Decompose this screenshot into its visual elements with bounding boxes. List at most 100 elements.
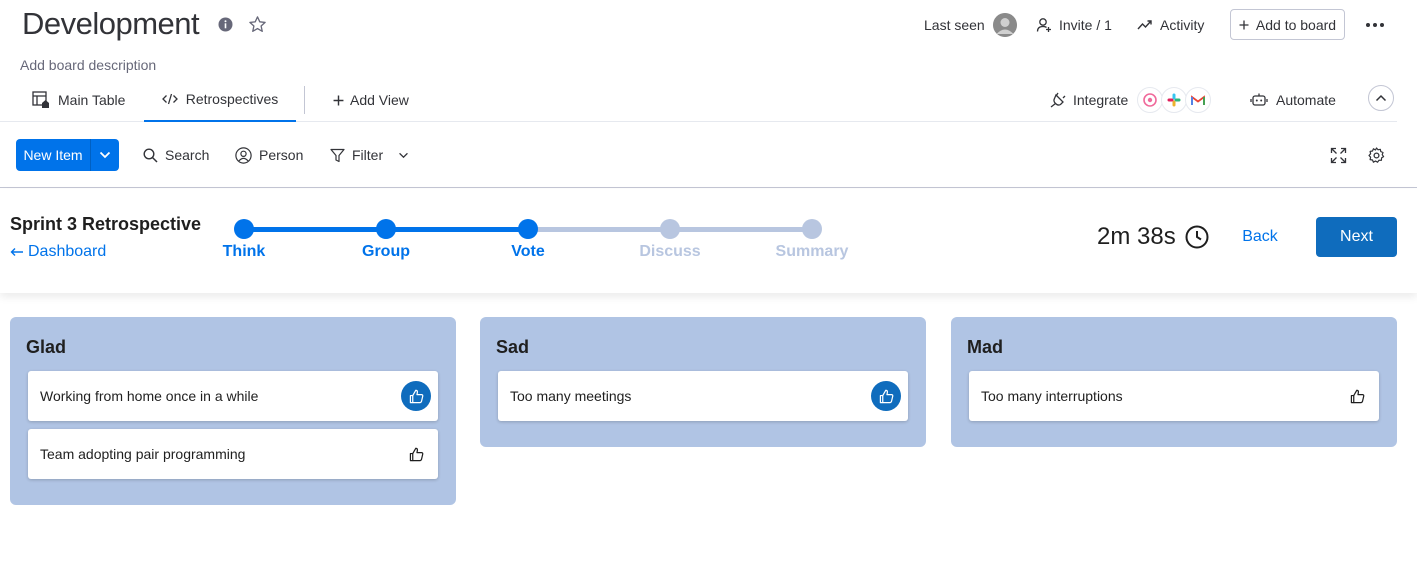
invite-label: Invite / 1 [1059,17,1112,33]
step-dot [802,219,822,239]
more-options-icon[interactable] [1366,23,1384,27]
collapse-header-button[interactable] [1368,85,1394,111]
activity-label: Activity [1160,17,1205,33]
tab-main-table[interactable]: Main Table [32,78,125,122]
fullscreen-icon[interactable] [1330,139,1347,171]
step-dot [518,219,538,239]
table-home-icon [32,91,50,109]
retro-card[interactable]: Too many meetings [498,371,908,421]
clock-icon [1185,225,1209,249]
step-dot [660,219,680,239]
person-icon [235,146,252,164]
column-title: Mad [967,337,1003,357]
new-item-label[interactable]: New Item [16,139,91,171]
step-label: Think [222,243,266,260]
invite-button[interactable]: Invite / 1 [1036,8,1112,42]
plus-icon [1239,20,1249,30]
step-group: Group [342,207,430,261]
integrate-button[interactable]: Integrate [1050,78,1212,122]
tab-retrospectives-label: Retrospectives [185,91,279,107]
dashboard-link[interactable]: Dashboard [10,243,106,261]
vote-button[interactable] [1342,381,1372,411]
activity-icon [1137,19,1153,31]
last-seen-label: Last seen [924,17,985,33]
last-seen[interactable]: Last seen [924,8,1017,42]
board-toolbar: New Item Search Person Filter [0,130,1417,180]
board-description[interactable]: Add board description [20,57,157,73]
tab-main-table-label: Main Table [58,92,126,108]
slack-icon [1161,87,1188,113]
integration-app-icon [1137,87,1164,113]
add-to-board-button[interactable]: Add to board [1230,9,1345,40]
person-add-icon [1036,17,1052,33]
retro-card[interactable]: Working from home once in a while [28,371,438,421]
thumbs-up-icon [879,389,894,404]
dashboard-link-label: Dashboard [28,243,107,260]
tab-divider [304,86,305,114]
vote-button[interactable] [401,439,431,469]
view-tabs: Main Table Retrospectives Add View Integ… [0,78,1397,122]
next-button[interactable]: Next [1316,217,1397,257]
column-title: Glad [26,337,67,357]
vote-button[interactable] [871,381,901,411]
automate-label: Automate [1276,92,1336,108]
step-dot [376,219,396,239]
step-summary: Summary [768,207,856,261]
column-title: Sad [496,337,530,357]
new-item-dropdown[interactable] [91,139,119,171]
back-button[interactable]: Back [1242,228,1278,245]
board-header: Development Add board description Last s… [0,0,1417,188]
thumbs-up-icon [409,389,424,404]
board-title[interactable]: Development [22,6,200,41]
activity-button[interactable]: Activity [1137,8,1204,42]
thumbs-up-icon [409,447,424,462]
step-dot [234,219,254,239]
step-discuss: Discuss [626,207,714,261]
chevron-up-icon [1375,94,1387,102]
info-icon[interactable] [218,17,233,32]
filter-button[interactable]: Filter [330,139,409,171]
retro-stepper: Think Group Vote Discuss Summary [200,207,880,267]
search-button[interactable]: Search [143,139,209,171]
search-icon [143,147,158,163]
add-to-board-label: Add to board [1255,16,1337,33]
plus-icon [333,95,344,106]
integration-logos [1137,87,1212,113]
column-mad: Mad Too many interruptions [951,317,1397,447]
column-glad: Glad Working from home once in a while T… [10,317,456,505]
gmail-icon [1185,87,1212,113]
retro-card[interactable]: Too many interruptions [969,371,1379,421]
filter-label: Filter [352,147,384,163]
retro-card[interactable]: Team adopting pair programming [28,429,438,479]
star-icon[interactable] [248,15,267,34]
arrow-left-icon [10,247,24,257]
search-label: Search [165,147,210,163]
vote-button[interactable] [401,381,431,411]
person-filter-button[interactable]: Person [235,139,303,171]
robot-icon [1250,93,1268,107]
thumbs-up-icon [1350,389,1365,404]
chevron-down-icon[interactable] [398,152,409,159]
retro-timer: 2m 38s [1097,223,1209,251]
step-label: Discuss [639,243,701,260]
filter-icon [330,148,345,163]
gear-icon[interactable] [1368,139,1385,171]
step-vote: Vote [484,207,572,261]
card-text: Working from home once in a while [40,388,259,404]
new-item-button[interactable]: New Item [16,139,119,171]
card-text: Too many interruptions [981,388,1123,404]
chevron-down-icon [99,151,111,159]
retro-progress-bar: Sprint 3 Retrospective Dashboard Think G… [0,189,1417,293]
column-sad: Sad Too many meetings [480,317,926,447]
add-view-button[interactable]: Add View [333,78,409,122]
avatar[interactable] [992,13,1017,37]
integrate-label: Integrate [1073,92,1129,108]
card-text: Too many meetings [510,388,632,404]
step-label: Summary [775,243,849,260]
step-label: Vote [511,243,545,260]
automate-button[interactable]: Automate [1250,78,1336,122]
step-think: Think [200,207,288,261]
retro-title: Sprint 3 Retrospective [10,214,202,234]
tab-retrospectives[interactable]: Retrospectives [144,78,296,122]
card-text: Team adopting pair programming [40,446,246,462]
